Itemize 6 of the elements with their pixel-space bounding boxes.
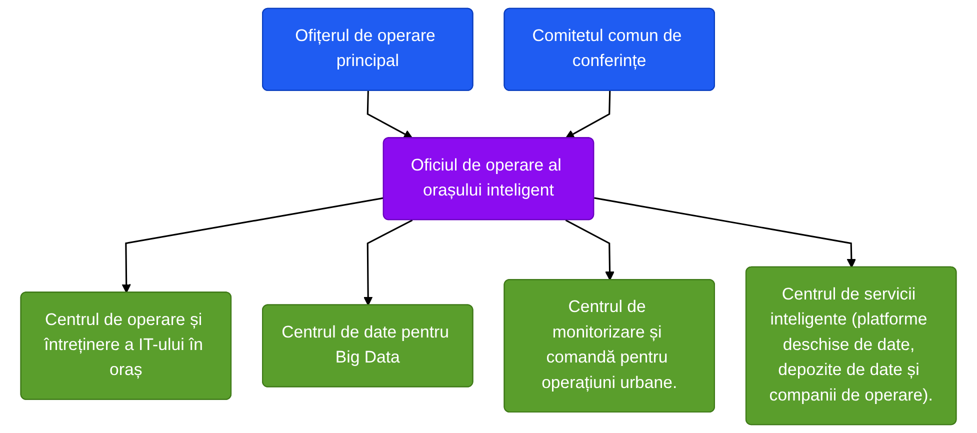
arrow (122, 197, 384, 294)
arrow (363, 219, 413, 306)
arrow (565, 219, 614, 280)
arrow (594, 197, 856, 268)
arrow (366, 90, 413, 139)
arrow (565, 90, 611, 139)
